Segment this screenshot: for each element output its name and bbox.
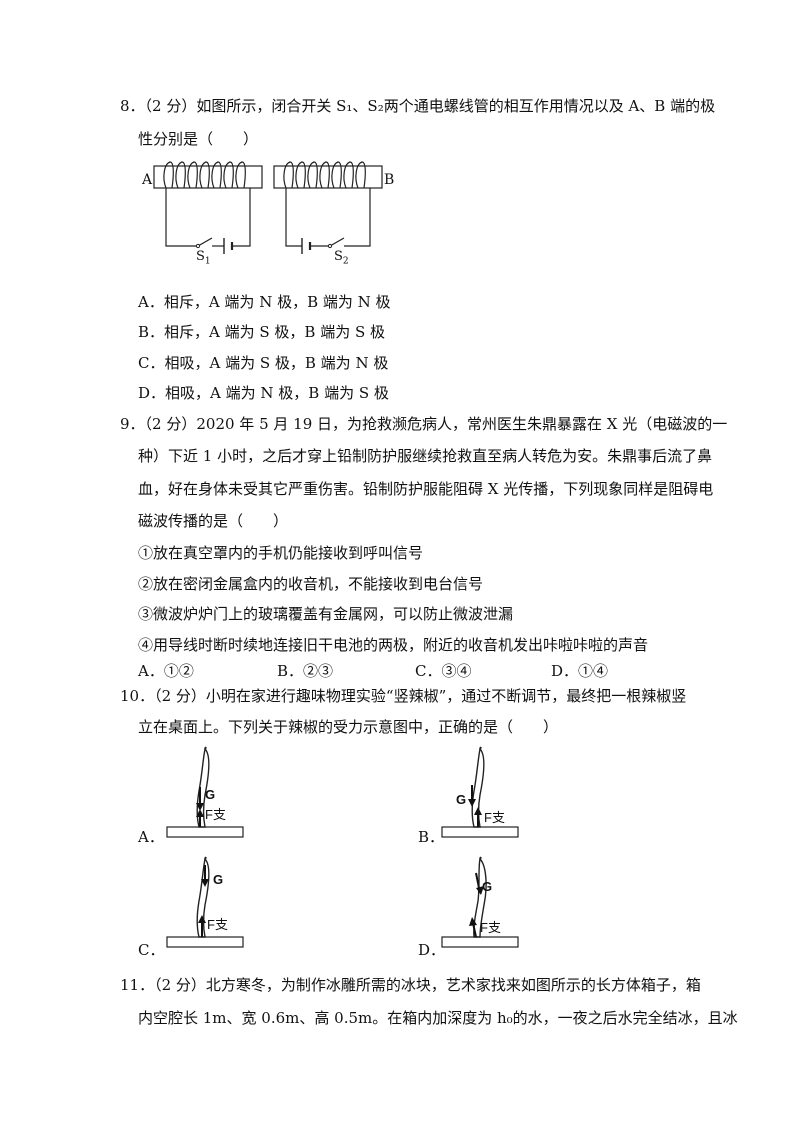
- q9-option-a[interactable]: A．①②: [138, 662, 194, 680]
- q8-s1-letter: S: [196, 249, 205, 264]
- q10-d-f-label: F支: [480, 920, 501, 935]
- q8-s2-letter: S: [334, 249, 343, 264]
- q9-item-1: ①放在真空罩内的手机仍能接收到呼叫信号: [138, 544, 424, 562]
- q8-end-b-label: B: [384, 172, 395, 188]
- q10-option-d[interactable]: D．: [418, 941, 446, 959]
- q10-b-f-label: F支: [484, 810, 505, 825]
- q8-solenoid-circuit-figure: [153, 161, 383, 254]
- q10-pepper-figure-d: [441, 856, 519, 948]
- q10-option-c[interactable]: C．: [138, 941, 165, 959]
- q10-c-f-label: F支: [207, 917, 228, 932]
- q10-pepper-figure-c: [166, 856, 244, 948]
- q8-stem-line1: 8．（2 分）如图所示，闭合开关 S₁、S₂两个通电螺线管的相互作用情况以及 A…: [120, 97, 716, 115]
- q10-c-g-label: G: [213, 872, 224, 887]
- q10-a-g-label: G: [205, 787, 216, 802]
- q10-a-f-label: F支: [205, 807, 226, 822]
- q10-pepper-figure-a: [166, 746, 244, 838]
- q8-s1-sub: 1: [204, 256, 211, 267]
- q8-end-a-label: A: [142, 172, 153, 188]
- q9-stem-line2: 种）下近 1 小时，之后才穿上铅制防护服继续抢救直至病人转危为安。朱鼎事后流了鼻: [138, 447, 713, 465]
- q9-item-3: ③微波炉炉门上的玻璃覆盖有金属网，可以防止微波泄漏: [138, 605, 514, 623]
- q9-item-4: ④用导线时断时续地连接旧干电池的两极，附近的收音机发出咔啦咔啦的声音: [138, 636, 649, 654]
- q10-pepper-figure-b: [441, 746, 519, 838]
- q9-stem-line4: 磁波传播的是（ ）: [138, 512, 289, 530]
- q8-switch-s2-label: S2: [334, 247, 349, 272]
- q9-item-2: ②放在密闭金属盒内的收音机，不能接收到电台信号: [138, 575, 484, 593]
- q8-option-c[interactable]: C．相吸，A 端为 S 极，B 端为 N 极: [138, 354, 389, 372]
- q9-option-c[interactable]: C．③④: [415, 662, 472, 680]
- q8-option-d[interactable]: D．相吸，A 端为 N 极，B 端为 S 极: [138, 384, 389, 402]
- q10-option-b[interactable]: B．: [418, 828, 445, 846]
- q10-stem-line2: 立在桌面上。下列关于辣椒的受力示意图中，正确的是（ ）: [138, 718, 559, 736]
- q8-stem-line2: 性分别是（ ）: [138, 130, 259, 148]
- q8-s2-sub: 2: [342, 256, 349, 267]
- q11-stem-line2: 内空腔长 1m、宽 0.6m、高 0.5m。在箱内加深度为 h₀的水，一夜之后水…: [138, 1009, 738, 1027]
- q9-stem-line1: 9．（2 分）2020 年 5 月 19 日，为抢救濒危病人，常州医生朱鼎暴露在…: [120, 415, 728, 433]
- q10-option-a[interactable]: A．: [138, 828, 164, 846]
- q9-stem-line3: 血，好在身体未受其它严重伤害。铅制防护服能阻碍 X 光传播，下列现象同样是阻碍电: [138, 480, 714, 498]
- q8-option-a[interactable]: A．相斥，A 端为 N 极，B 端为 N 极: [138, 293, 391, 311]
- q8-option-b[interactable]: B．相斥，A 端为 S 极，B 端为 S 极: [138, 323, 386, 341]
- q9-option-d[interactable]: D．①④: [551, 662, 609, 680]
- q10-stem-line1: 10．（2 分）小明在家进行趣味物理实验“竖辣椒”，通过不断调节，最终把一根辣椒…: [120, 687, 687, 705]
- q10-b-g-label: G: [456, 792, 467, 807]
- q10-d-g-label: G: [482, 879, 493, 894]
- q9-option-b[interactable]: B．②③: [277, 662, 334, 680]
- q8-switch-s1-label: S1: [196, 247, 211, 272]
- q11-stem-line1: 11．（2 分）北方寒冬，为制作冰雕所需的冰块，艺术家找来如图所示的长方体箱子，…: [120, 976, 701, 994]
